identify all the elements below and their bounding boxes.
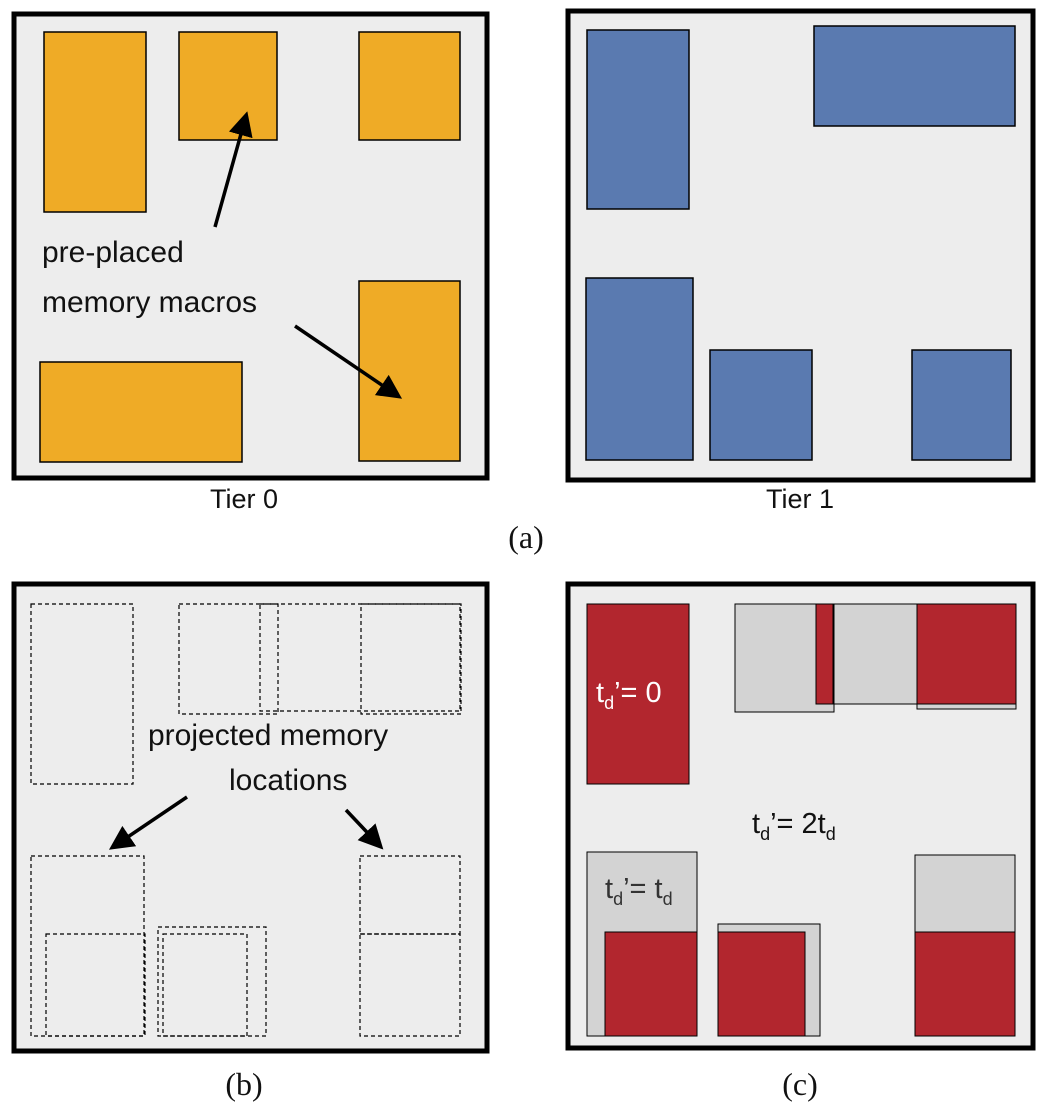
- annotation-projected-line1: projected memory: [148, 719, 388, 752]
- tier0-macro-top-right: [358, 31, 461, 141]
- red-block-top-right: [916, 603, 1017, 705]
- tier1-macro-bottom-middle: [709, 349, 813, 461]
- panel-c: td’= 0 td’= 2td td’= td: [565, 581, 1036, 1051]
- annotation-projected-line2: locations: [229, 764, 347, 797]
- projected-outline-4: [360, 603, 462, 715]
- overlap-region-zero: [586, 603, 690, 785]
- projected-outline-3: [259, 603, 461, 712]
- panel-tier1: [565, 8, 1036, 483]
- projected-outline-2: [178, 603, 279, 715]
- subfig-label-a: (a): [508, 519, 544, 555]
- gray-block-top-middle: [833, 603, 918, 705]
- annotation-preplaced-line1: pre-placed: [42, 236, 184, 269]
- projected-outline-5: [30, 855, 145, 1037]
- tier0-macro-bottom-left-wide: [39, 361, 243, 463]
- tier0-label: Tier 0: [210, 484, 278, 514]
- tier1-macro-bottom-left-tall: [585, 277, 694, 461]
- arrow-to-bottom-macro: [294, 324, 403, 399]
- panel-tier0: pre-placed memory macros: [11, 11, 490, 481]
- projected-outline-8: [162, 933, 248, 1037]
- projected-outline-1: [30, 603, 134, 785]
- tier0-macro-bottom-right: [358, 280, 461, 462]
- projected-outline-6: [45, 933, 146, 1037]
- tier1-macro-top-left-tall: [586, 29, 690, 210]
- gray-block-bottom-right: [914, 854, 1016, 934]
- tier0-macro-left-tall: [43, 31, 147, 213]
- tier1-macro-top-right-wide: [813, 25, 1016, 127]
- annotation-preplaced-line2: memory macros: [42, 286, 257, 319]
- arrow-to-left-projection: [108, 795, 188, 850]
- arrow-to-right-projection: [344, 808, 384, 850]
- red-strip-top: [815, 603, 834, 705]
- projected-outline-7: [157, 926, 267, 1037]
- tier0-macro-top-middle: [178, 31, 278, 141]
- tier1-macro-bottom-right: [911, 349, 1012, 461]
- red-block-bottom-right: [914, 931, 1016, 1037]
- label-td-one: td’= td: [605, 873, 673, 909]
- subfig-label-b: (b): [225, 1066, 262, 1102]
- subfig-label-c: (c): [782, 1066, 818, 1102]
- tier1-label: Tier 1: [766, 484, 834, 514]
- label-td-zero: td’= 0: [596, 677, 662, 713]
- red-block-bottom-middle: [717, 931, 806, 1037]
- projected-outline-10: [359, 933, 461, 1037]
- label-td-two: td’= 2td: [752, 808, 836, 844]
- panel-b: projected memory locations: [11, 581, 490, 1054]
- arrow-to-top-macro: [213, 111, 253, 228]
- red-block-bottom-left: [604, 931, 698, 1037]
- panel-b-frame: [11, 581, 490, 1054]
